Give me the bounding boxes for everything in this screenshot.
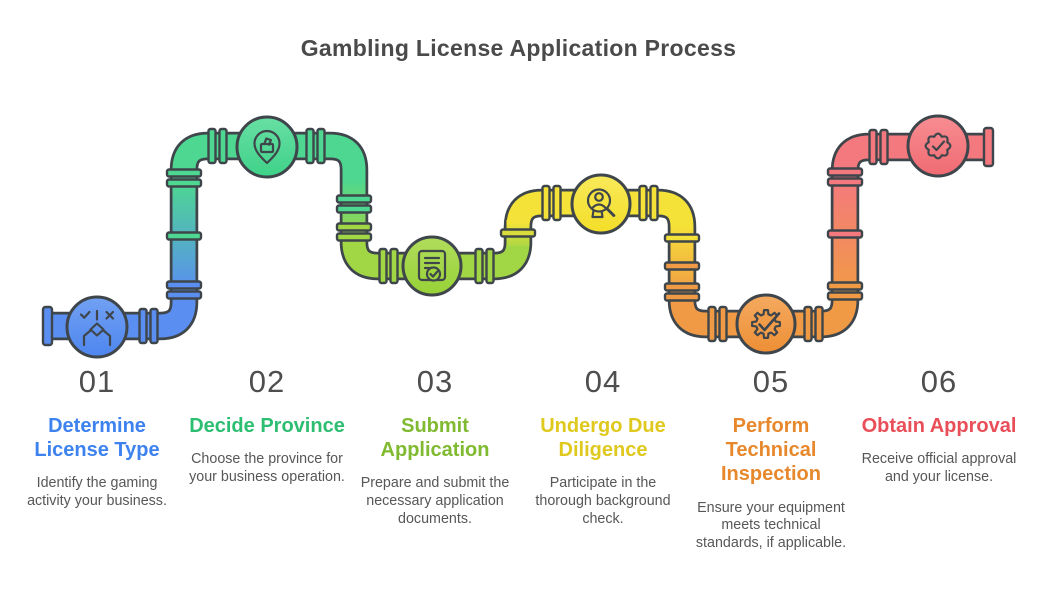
pipe-flange [165, 231, 203, 241]
step-5-node [735, 293, 797, 355]
pipe-flange [826, 281, 864, 291]
step-title: Perform Technical Inspection [720, 414, 821, 486]
step-description: Participate in the thorough background c… [535, 475, 671, 527]
pipe-flange [826, 291, 864, 301]
pipe-flange [218, 127, 228, 165]
pipe-flange [663, 282, 701, 292]
pipe-flange [474, 247, 484, 285]
step-number: 05 [752, 364, 790, 399]
pipe-flanges [41, 126, 995, 347]
pipe-flange [499, 228, 537, 238]
gear-check-icon [751, 309, 781, 339]
pipe-flange [663, 292, 701, 302]
pipe-flange [149, 307, 159, 345]
pipe-flange [138, 307, 148, 345]
step-2: 02 Decide Province Choose the province f… [185, 364, 349, 486]
pipe-flange [826, 177, 864, 187]
pipe-flange [335, 222, 373, 232]
step-description: Choose the province for your business op… [189, 450, 345, 485]
step-5: 05 Perform Technical Inspection Ensure y… [689, 364, 853, 553]
pipe-flange [649, 184, 659, 222]
pipe-flange [378, 247, 388, 285]
pipe-flange [305, 127, 315, 165]
step-2-node [235, 115, 299, 179]
pipe-flange [335, 204, 373, 214]
pipe-flange [868, 128, 878, 166]
pipe-flange [803, 305, 813, 343]
pipe-flange [707, 305, 717, 343]
step-title: Undergo Due Diligence [540, 414, 666, 461]
pipe-end-cap [982, 126, 995, 168]
step-number: 06 [920, 364, 958, 399]
pipe-flange [879, 128, 889, 166]
pipe-flange [485, 247, 495, 285]
step-6-node [906, 114, 970, 178]
pipe-flange [663, 261, 701, 271]
pipe-flange [826, 167, 864, 177]
step-description: Ensure your equipment meets technical st… [695, 499, 847, 552]
step-4-node [570, 173, 632, 235]
step-description: Prepare and submit the necessary applica… [360, 475, 510, 527]
pipe-flange [552, 184, 562, 222]
step-number: 03 [416, 364, 454, 399]
pipe-segment-1 [46, 286, 196, 338]
step-description: Identify the gaming activity your busine… [27, 475, 167, 510]
pipe-flange [638, 184, 648, 222]
location-pin-icon [253, 129, 281, 165]
step-title: Submit Application [380, 414, 490, 461]
pipe-flange [826, 229, 864, 239]
pipe-flange [389, 247, 399, 285]
step-1: 01 Determine License Type Identify the g… [15, 364, 179, 511]
step-6: 06 Obtain Approval Receive official appr… [857, 364, 1021, 486]
pipe-end-cap [41, 305, 54, 347]
page-title: Gambling License Application Process [300, 35, 737, 61]
pipe-flange [335, 194, 373, 204]
step-3: 03 Submit Application Prepare and submit… [353, 364, 517, 528]
document-check-icon [417, 249, 447, 282]
pipe-flange [165, 290, 203, 300]
pipe-flange [165, 280, 203, 290]
step-title: Decide Province [189, 414, 345, 437]
step-title: Determine License Type [34, 414, 160, 461]
person-search-icon [586, 188, 616, 219]
pipe-flange [814, 305, 824, 343]
pipe-flange [541, 184, 551, 222]
step-3-node [401, 235, 463, 297]
step-number: 04 [584, 364, 622, 399]
pipe-flange [165, 168, 203, 178]
pipe-flange [165, 178, 203, 188]
badge-check-icon [924, 132, 952, 160]
step-number: 01 [78, 364, 116, 399]
pipe-flange [718, 305, 728, 343]
step-title: Obtain Approval [861, 414, 1017, 437]
pipe-flange [316, 127, 326, 165]
step-description: Receive official approval and your licen… [861, 450, 1017, 485]
pipe-flange [207, 127, 217, 165]
step-number: 02 [248, 364, 286, 399]
pipe-flange [335, 232, 373, 242]
decision-check-x-icon [79, 309, 115, 347]
step-1-node [65, 295, 129, 359]
pipe-flange [663, 233, 701, 243]
step-4: 04 Undergo Due Diligence Participate in … [521, 364, 685, 528]
